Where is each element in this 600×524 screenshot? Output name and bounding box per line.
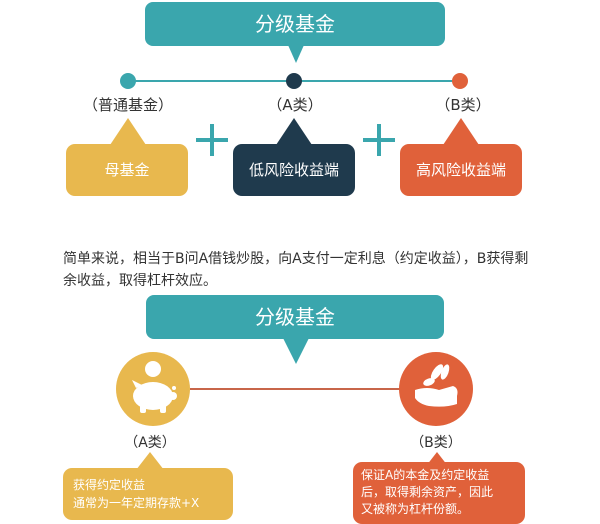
box-mother-fund: 母基金 [66, 144, 188, 196]
bottom-connector-line [190, 388, 410, 390]
note-class-a-line-2: 通常为一年定期存款+X [73, 496, 200, 510]
note-class-a: 获得约定收益 通常为一年定期存款+X [63, 468, 233, 520]
box-pointer-high-risk [443, 118, 479, 145]
label-class-b: （B类） [435, 96, 491, 114]
bottom-title-bubble: 分级基金 [146, 295, 444, 339]
node-dot-class-a [286, 73, 302, 89]
label-class-a-bottom: （A类） [124, 435, 176, 451]
note-class-b-line-2: 后，取得剩余资产，因此 [361, 485, 494, 499]
top-title-bubble: 分级基金 [145, 2, 445, 46]
hand-with-sprout-icon [399, 352, 473, 426]
note-class-b-line-1: 保证A的本金及约定收益 [361, 468, 490, 482]
box-low-risk-return: 低风险收益端 [233, 144, 355, 196]
description-text: 简单来说，相当于B问A借钱炒股，向A支付一定利息（约定收益），B获得剩余收益，取… [63, 251, 529, 289]
note-pointer-class-a [136, 452, 164, 470]
top-title-bubble-pointer [288, 45, 304, 63]
label-class-a: （A类） [267, 96, 323, 114]
note-class-b-line-3: 又被称为杠杆份额。 [361, 502, 470, 516]
bottom-title-bubble-pointer [283, 338, 309, 364]
note-class-a-line-1: 获得约定收益 [73, 478, 146, 492]
node-dot-class-b [452, 73, 468, 89]
box-high-risk-return: 高风险收益端 [400, 144, 522, 196]
note-class-b: 保证A的本金及约定收益 后，取得剩余资产，因此 又被称为杠杆份额。 [353, 462, 525, 524]
plus-icon [363, 124, 395, 156]
label-regular-fund: （普通基金） [82, 96, 173, 114]
node-dot-regular-fund [120, 73, 136, 89]
piggy-bank-icon [116, 352, 190, 426]
box-pointer-low-risk [276, 118, 312, 145]
plus-icon [196, 124, 228, 156]
label-class-b-bottom: （B类） [410, 435, 462, 451]
box-pointer-mother-fund [110, 118, 146, 145]
